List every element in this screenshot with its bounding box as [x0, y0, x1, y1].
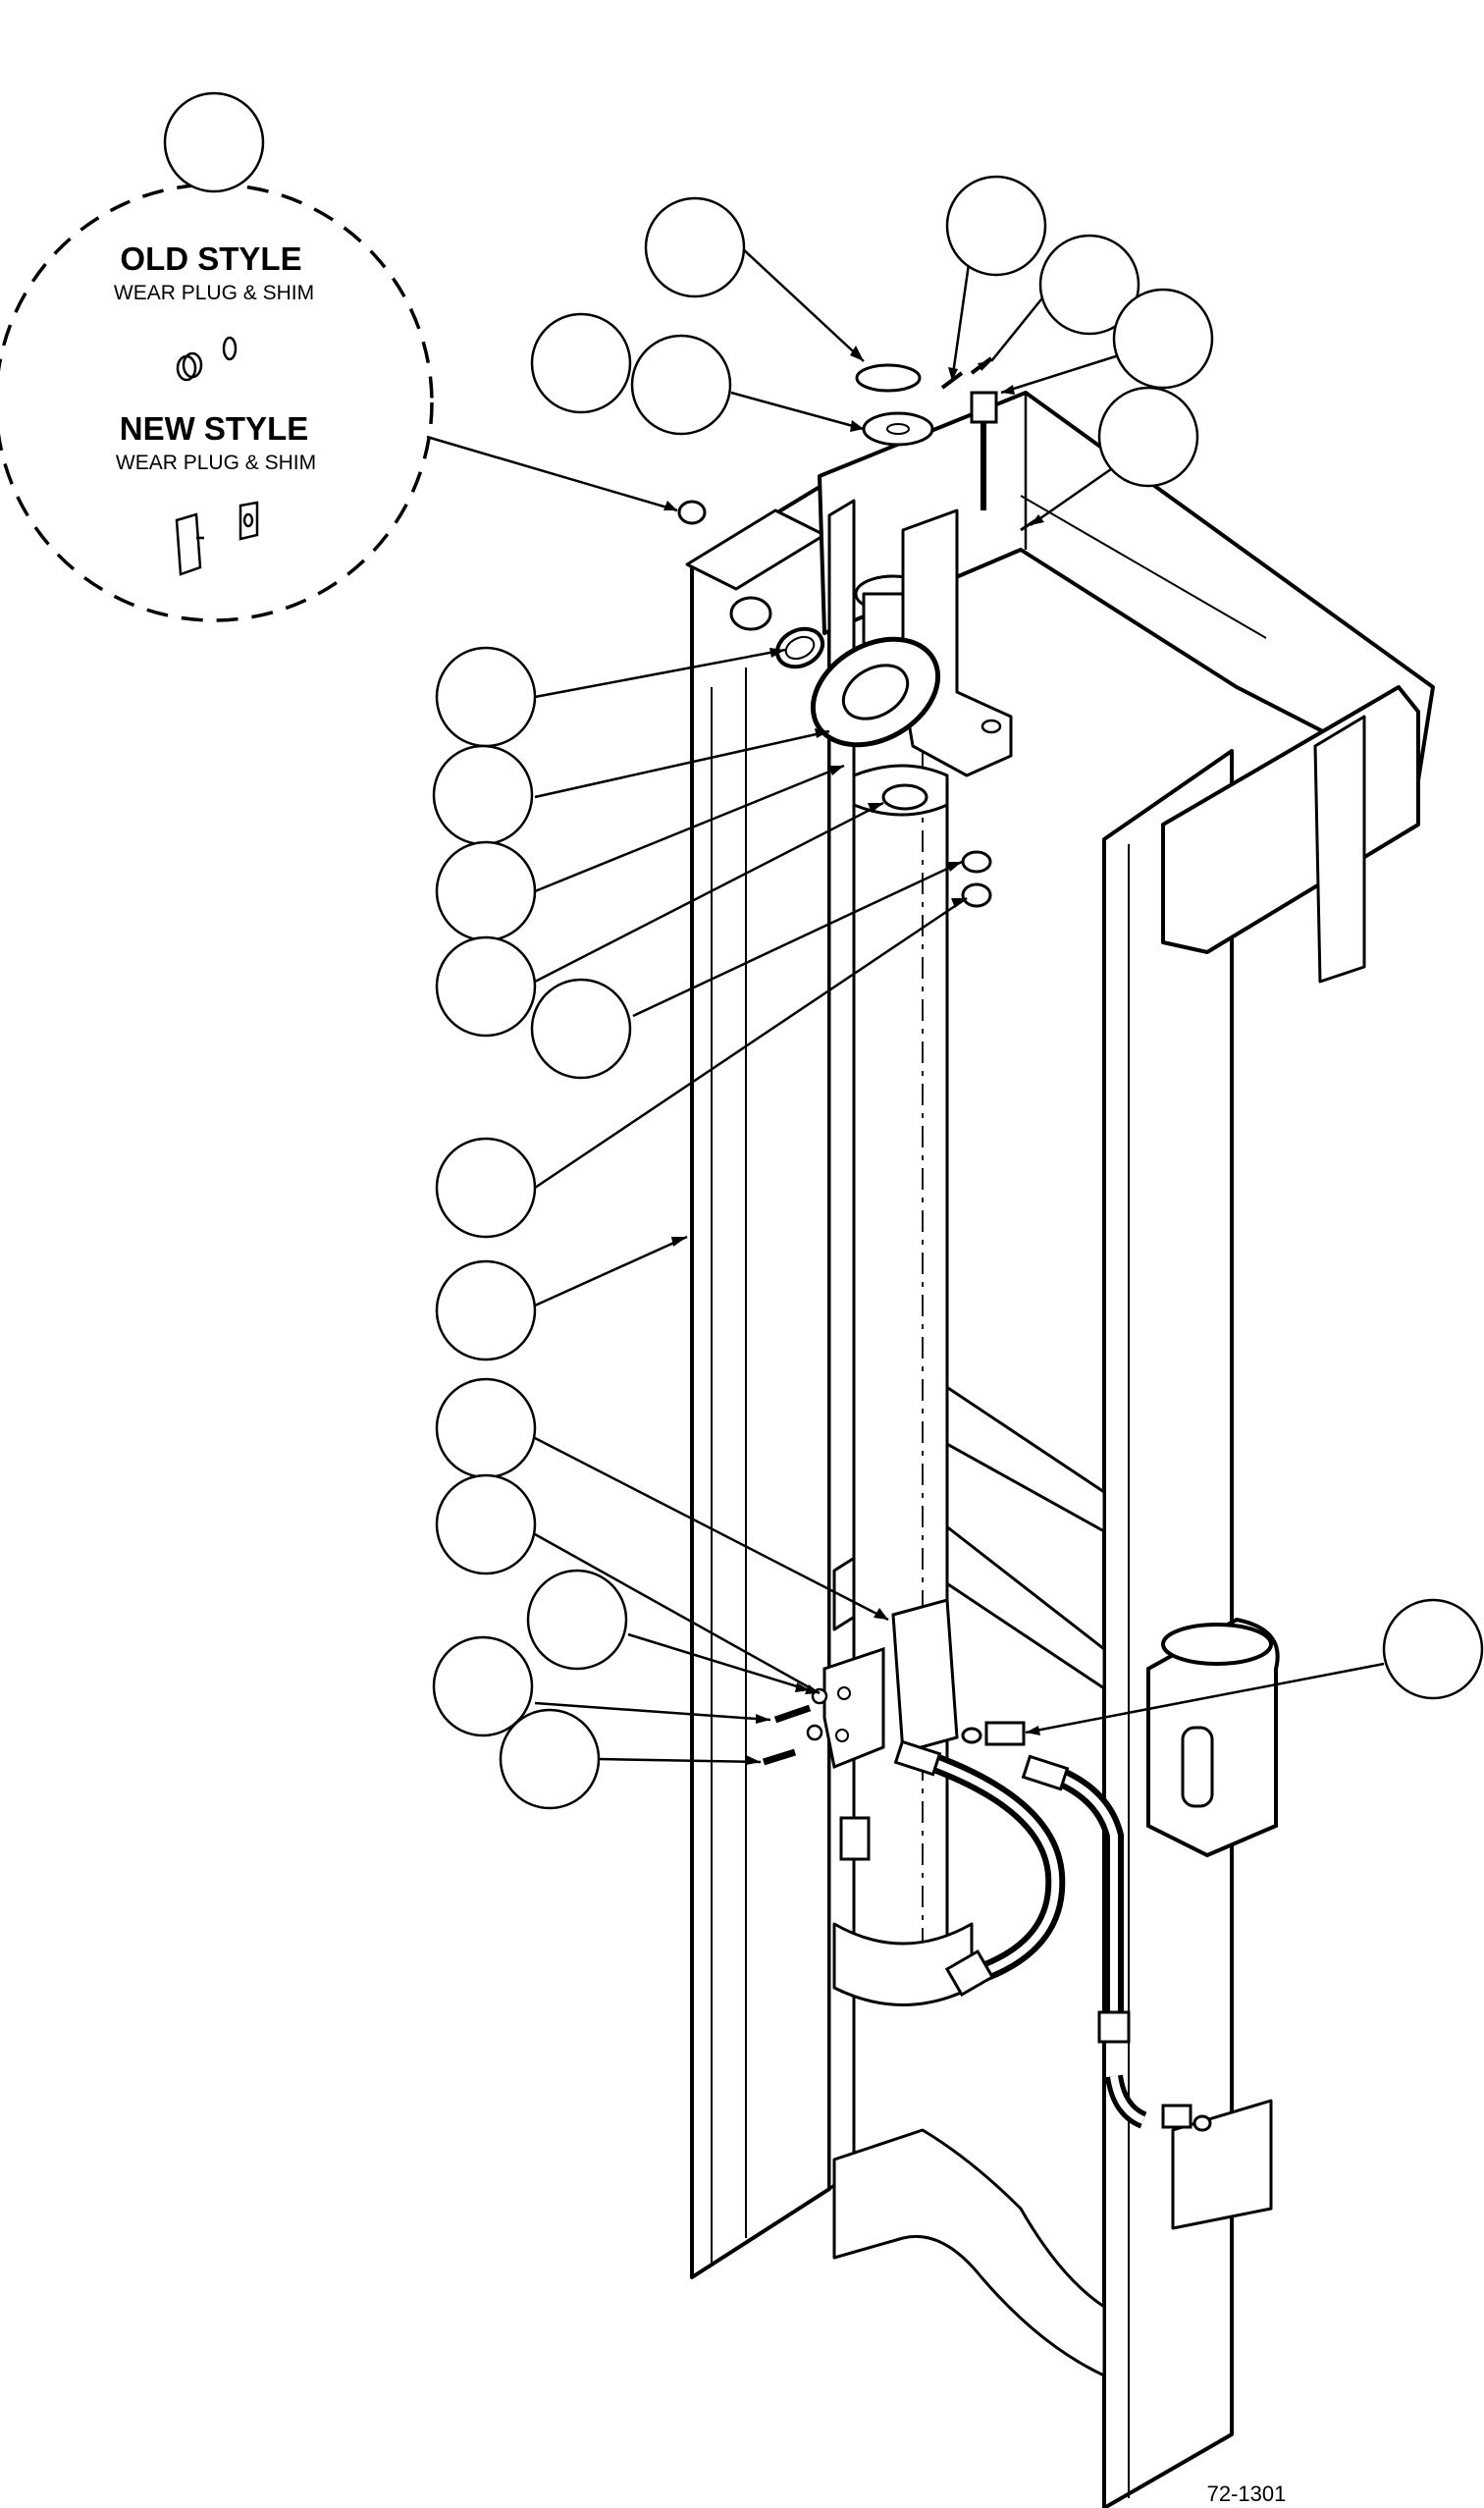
- right-rail-bracket: [1146, 1617, 1280, 1858]
- callout-bubble: [530, 978, 632, 1080]
- callout-bubble: [644, 196, 746, 298]
- callout-bubble: [435, 1137, 537, 1239]
- old-style-plug-icon: [176, 336, 238, 382]
- callout-bubble: [630, 334, 732, 436]
- new-style-title: NEW STYLE: [120, 410, 309, 447]
- mounting-plate: [891, 1598, 959, 1754]
- callout-bubble: [435, 935, 537, 1038]
- figure-code: 72-1301: [1207, 2481, 1287, 2506]
- nut-lower: [961, 882, 992, 908]
- small-parts: [677, 356, 1036, 1861]
- right-side-pad: [1161, 685, 1420, 954]
- callout-bubble: [1382, 1598, 1484, 1700]
- callout-bubble: [530, 312, 632, 414]
- mast-assembly: [685, 391, 1435, 2508]
- adjusting-bolt-head: [970, 391, 998, 424]
- callout-bubble: [432, 744, 534, 846]
- callout-bubble: [526, 1569, 628, 1671]
- snap-ring: [855, 363, 922, 393]
- inset-detail: OLD STYLE WEAR PLUG & SHIM NEW STYLE WEA…: [0, 183, 434, 622]
- old-style-title: OLD STYLE: [120, 240, 301, 277]
- bottom-fitting: [839, 1816, 871, 1861]
- screw-1: [773, 1704, 812, 1724]
- callout-bubble: [435, 840, 537, 942]
- callout-bubble: [1038, 234, 1140, 336]
- hydraulic-hoses: [893, 1739, 1212, 2132]
- callout-bubble: [435, 1473, 537, 1575]
- callout-bubble: [435, 1377, 537, 1479]
- new-style-subtitle: WEAR PLUG & SHIM: [116, 452, 316, 474]
- old-style-subtitle: WEAR PLUG & SHIM: [114, 282, 314, 304]
- callout-bubble: [945, 175, 1047, 277]
- valve-block: [822, 1646, 885, 1770]
- callout-bubble: [163, 91, 265, 193]
- leader-lines: [426, 233, 1385, 1764]
- callout-bubble: [1112, 288, 1214, 390]
- o-ring: [961, 1727, 982, 1744]
- callout-bubble: [499, 1708, 601, 1810]
- screw-2: [762, 1748, 797, 1766]
- callout-bubble: [435, 1259, 537, 1361]
- wear-plug: [677, 500, 707, 525]
- callout-bubble: [435, 646, 537, 748]
- arrowheads: [663, 346, 1044, 1765]
- callout-bubbles: [163, 91, 1484, 1810]
- lift-cylinder: [852, 803, 949, 1990]
- nut-upper: [961, 850, 992, 874]
- callout-bubble: [432, 1635, 534, 1737]
- bottom-crossmember: [832, 2128, 1106, 2377]
- adapter-fitting: [984, 1721, 1026, 1746]
- new-style-plug-icon: [175, 501, 259, 576]
- callout-bubble: [1097, 386, 1199, 488]
